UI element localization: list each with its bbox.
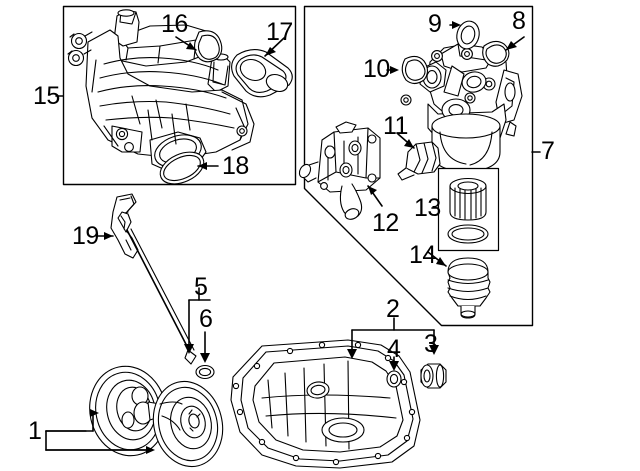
callout-8: 8: [512, 7, 526, 35]
callout-11: 11: [383, 112, 408, 140]
throttle-body-gasket: [159, 151, 205, 185]
callout-4: 4: [387, 335, 401, 363]
intake-manifold-assembly: [67, 9, 255, 173]
callout-19: 19: [72, 222, 99, 250]
oil-pump-seal-ring: [456, 20, 480, 50]
callout-3: 3: [424, 330, 438, 358]
intake-manifold-gasket: [231, 49, 293, 98]
callout-12: 12: [372, 209, 399, 237]
oil-cooler: [298, 121, 381, 220]
oil-pump-gasket: [482, 40, 510, 67]
dipstick-o-ring: [195, 364, 215, 380]
oil-drain-plug: [420, 363, 447, 389]
leader-lines: [45, 21, 541, 454]
callout-5: 5: [194, 273, 208, 301]
callout-6: 6: [199, 305, 213, 333]
callout-14: 14: [409, 241, 436, 269]
callout-16: 16: [161, 10, 188, 38]
callout-1: 1: [28, 417, 42, 445]
oil-pump-o-ring: [401, 55, 429, 85]
callout-18: 18: [222, 152, 249, 180]
oil-pump-assembly: [400, 43, 523, 173]
oil-filter-element: [449, 177, 487, 221]
callout-2: 2: [386, 295, 400, 323]
callout-9: 9: [428, 10, 442, 38]
crankshaft-pulley-damper: [89, 365, 224, 468]
intake-gasket-upper: [194, 30, 223, 63]
drain-plug-gasket: [386, 370, 402, 388]
callout-7: 7: [541, 137, 555, 165]
oil-pressure-sensor: [397, 141, 441, 181]
callout-15: 15: [33, 82, 60, 110]
oil-pan: [230, 339, 421, 469]
callout-13: 13: [414, 194, 441, 222]
oil-filter-gasket-ring: [447, 224, 489, 244]
oil-filter-cap: [447, 257, 491, 319]
callout-10: 10: [363, 55, 390, 83]
oil-level-dipstick: [117, 211, 197, 365]
callout-17: 17: [266, 18, 293, 46]
